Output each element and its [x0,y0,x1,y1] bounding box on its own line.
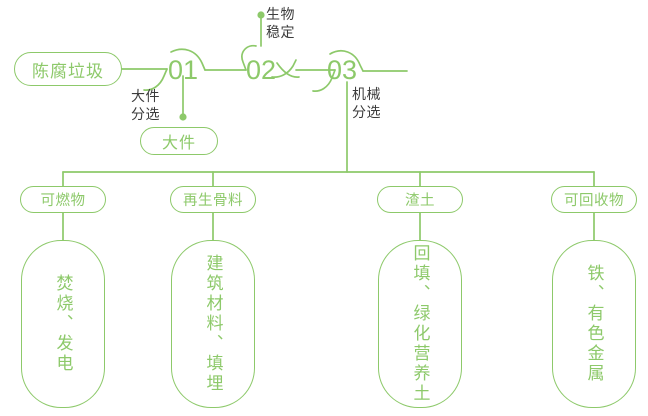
destination-text-combustible: 焚烧、发电 [53,274,73,374]
output-pill-recyclables[interactable]: 可回收物 [551,186,637,213]
stage-number-01[interactable]: 01 [168,55,199,85]
bio-note-dot [257,11,265,19]
destination-text-recyclables: 铁、有色金属 [584,264,604,384]
source-pill[interactable]: 陈腐垃圾 [14,52,122,86]
destination-box-recyclables[interactable]: 铁、有色金属 [552,240,636,408]
stage-note-bulky-sorting: 大件 分选 [131,88,160,122]
destination-text-recycled-aggregate: 建筑材料、填埋 [203,254,223,394]
arc-02-bottom-left [276,62,300,78]
output-pill-recycled-aggregate[interactable]: 再生骨料 [170,186,256,213]
destination-text-slag-soil: 回填、绿化营养土 [410,244,430,404]
output-pill-slag-soil[interactable]: 渣土 [377,186,463,213]
destination-box-slag-soil[interactable]: 回填、绿化营养土 [378,240,462,408]
arc-01-bottom [143,68,168,91]
destination-box-recycled-aggregate[interactable]: 建筑材料、填埋 [171,240,255,408]
output-pill-combustible[interactable]: 可燃物 [20,186,106,213]
stage-note-bio-stabilization: 生物 稳定 [266,6,295,40]
stage-note-mechanical-sorting: 机械 分选 [352,86,381,120]
bulky-drop-dot [179,113,187,121]
stage-number-02[interactable]: 02 [246,55,277,85]
destination-box-combustible[interactable]: 焚烧、发电 [21,240,105,408]
stage-number-03[interactable]: 03 [327,55,358,85]
side-output-pill-bulky[interactable]: 大件 [140,127,218,155]
